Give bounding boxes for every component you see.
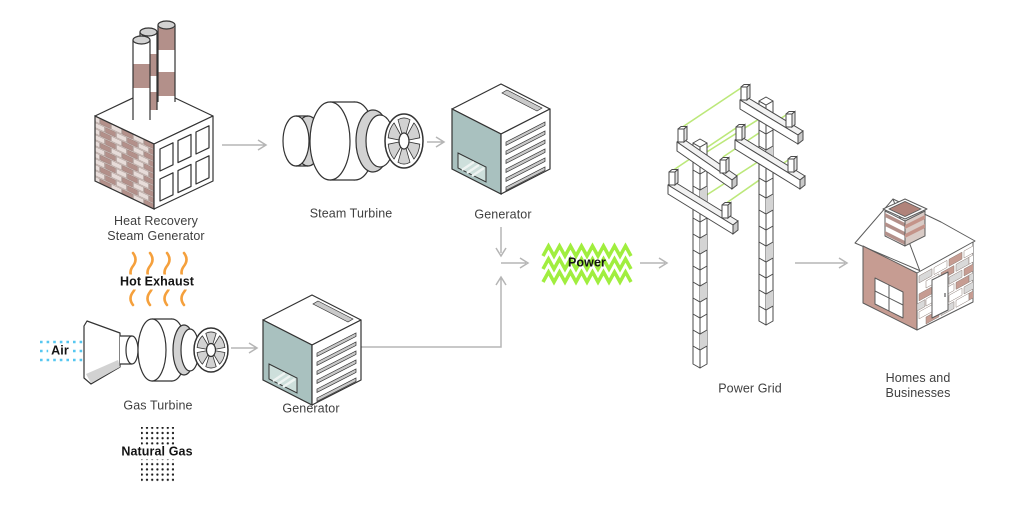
power-flow-icon	[541, 242, 633, 286]
power-grid-illustration	[667, 83, 806, 369]
arrow-hrsg-to-steam-turbine	[222, 139, 268, 151]
gas-turbine-illustration	[83, 318, 229, 385]
generator-top-illustration	[448, 75, 583, 210]
factory-chimney-1	[132, 35, 151, 120]
natural-gas-label: Natural Gas	[118, 444, 196, 460]
hrsg-illustration	[94, 20, 214, 210]
turbine-fan	[387, 117, 421, 165]
homes-label: Homes and Businesses	[886, 371, 951, 401]
arrow-junction-to-power	[501, 257, 530, 269]
utility-pole-right	[758, 96, 774, 326]
hrsg-label-line1: Heat Recovery	[114, 214, 198, 228]
house-chimney	[882, 198, 928, 247]
hot-exhaust-label: Hot Exhaust	[116, 274, 198, 290]
insulator-stubs	[668, 83, 798, 220]
arrow-power-to-grid	[640, 257, 669, 269]
house-window	[874, 277, 904, 319]
arrow-gas-turbine-to-generator	[231, 342, 259, 354]
hrsg-label-line2: Steam Generator	[107, 229, 205, 243]
factory-windows	[159, 125, 210, 202]
arrow-grid-to-homes	[795, 257, 849, 269]
steam-turbine-label: Steam Turbine	[309, 206, 393, 221]
turbine-fan	[196, 331, 226, 369]
gas-turbine-label: Gas Turbine	[123, 398, 193, 413]
connector-generator-bottom-to-junction	[360, 275, 507, 348]
power-grid-label: Power Grid	[718, 381, 782, 396]
connector-generator-top-to-junction	[495, 227, 507, 258]
hrsg-label: Heat Recovery Steam Generator	[107, 214, 204, 244]
house-door	[931, 271, 949, 319]
homes-illustration	[854, 198, 976, 331]
arrow-steam-turbine-to-generator	[427, 136, 446, 148]
steam-turbine-illustration	[282, 101, 424, 181]
factory-chimney-3	[157, 20, 176, 102]
homes-label-line1: Homes and	[885, 371, 951, 385]
utility-pole-left	[692, 138, 708, 369]
air-label: Air	[48, 343, 72, 359]
homes-label-line2: Businesses	[885, 386, 951, 400]
generator-bottom-label: Generator	[282, 401, 340, 416]
power-lines	[671, 85, 792, 205]
power-label: Power	[567, 255, 607, 270]
generator-top-label: Generator	[474, 207, 532, 222]
